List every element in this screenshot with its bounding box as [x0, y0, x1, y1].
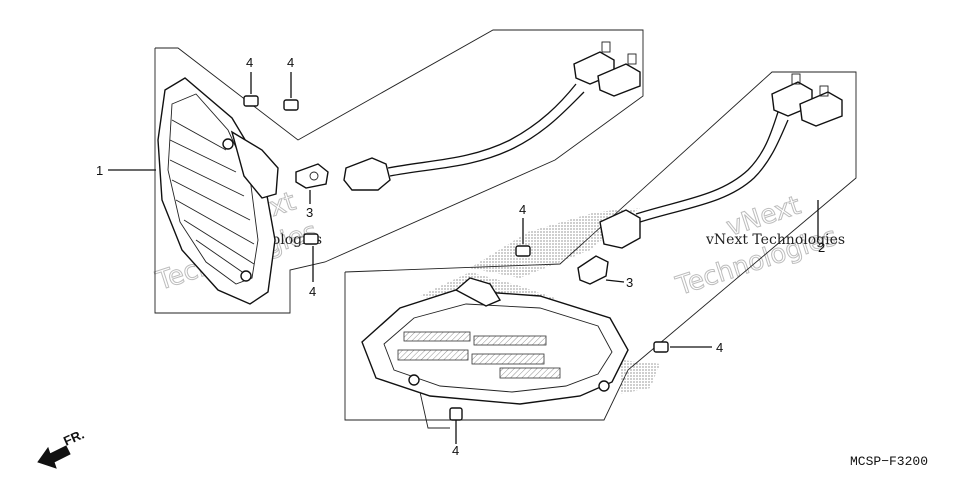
socket-harness-left [343, 41, 641, 191]
callout-4-right-a: 4 [519, 202, 526, 217]
screw-right-a [515, 218, 531, 257]
left-headlight-housing [157, 77, 279, 305]
callout-4-left-c: 4 [309, 284, 316, 299]
diagram-code: MCSP−F3200 [850, 454, 928, 469]
screw-left-c [303, 233, 319, 282]
screw-left-b [283, 72, 299, 111]
front-direction-label: FR. [61, 427, 86, 449]
left-assembly-frame [154, 29, 644, 314]
callout-1: 1 [96, 163, 103, 178]
callout-4-right-c: 4 [452, 443, 459, 458]
right-headlight-housing [361, 277, 629, 405]
lens-ribs [169, 119, 255, 277]
front-arrow-icon [37, 445, 71, 469]
callout-4-left-b: 4 [287, 55, 294, 70]
screw-right-c [449, 407, 463, 444]
watermark-text: vNext Technologies [705, 232, 845, 248]
lens-segments [397, 331, 561, 379]
callout-4-right-b: 4 [716, 340, 723, 355]
socket-harness-right [599, 73, 843, 249]
bulb-right [577, 255, 609, 285]
callout-3-right: 3 [626, 275, 633, 290]
leader-lines [108, 169, 819, 429]
bulb-left [295, 163, 329, 189]
callout-2: 2 [818, 240, 825, 255]
right-assembly-frame [344, 71, 857, 421]
screw-right-b [653, 341, 712, 353]
callout-4-left-a: 4 [246, 55, 253, 70]
screw-left-a [243, 72, 259, 107]
callout-3-left: 3 [306, 205, 313, 220]
front-direction-marker: FR. [37, 427, 86, 469]
